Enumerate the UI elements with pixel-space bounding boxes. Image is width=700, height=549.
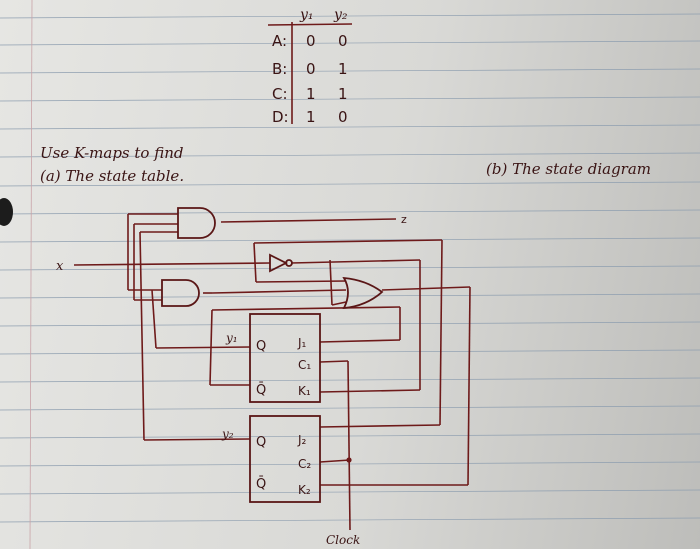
row-y2: 0 (338, 32, 348, 50)
ff2-qbar: Q̄ (256, 477, 266, 492)
ff2-state-label: y₂ (221, 427, 234, 441)
row-y2: 1 (338, 60, 348, 78)
ff1-state-label: y₁ (225, 331, 238, 345)
ff2-c: C₂ (298, 457, 311, 471)
jk-flip-flop-2: y₂ Q Q̄ J₂ C₂ K₂ (221, 415, 321, 503)
and-gate-middle (161, 279, 200, 307)
row-y1: 1 (306, 108, 316, 126)
instruction-line1: Use K-maps to find (40, 144, 184, 162)
row-y1: 0 (306, 32, 316, 50)
or-gate (342, 276, 384, 310)
state-table: y₁ y₂ A: 0 0 B: 0 1 C: 1 1 D: 1 0 (267, 7, 353, 126)
instruction-part-b: (b) The state diagram (486, 160, 651, 178)
output-z-label: z (401, 213, 407, 226)
and-gate-top (177, 207, 216, 239)
jk-flip-flop-1: y₁ Q Q̄ J₁ C₁ K₁ (225, 313, 321, 403)
row-y1: 0 (306, 60, 316, 78)
wires (73, 213, 471, 531)
row-label: A: (272, 32, 287, 50)
ff2-q: Q (256, 435, 266, 450)
row-y1: 1 (306, 85, 316, 103)
row-label: B: (272, 60, 287, 78)
ff1-qbar: Q̄ (256, 383, 266, 398)
clock-label: Clock (326, 533, 360, 547)
ff1-c: C₁ (298, 358, 311, 372)
row-label: C: (272, 85, 288, 103)
ff2-k: K₂ (298, 483, 311, 497)
not-gate (269, 253, 293, 273)
input-x-label: x (56, 259, 64, 274)
header-y2: y₂ (333, 7, 348, 23)
binder-hole (0, 198, 13, 226)
header-y1: y₁ (299, 7, 314, 23)
row-label: D: (272, 108, 289, 126)
ff1-j: J₁ (297, 336, 307, 350)
ff2-j: J₂ (297, 433, 307, 447)
ff1-k: K₁ (298, 384, 311, 398)
row-y2: 1 (338, 85, 348, 103)
row-y2: 0 (338, 108, 348, 126)
instruction-part-a: (a) The state table. (40, 167, 184, 185)
ff1-q: Q (256, 339, 266, 354)
